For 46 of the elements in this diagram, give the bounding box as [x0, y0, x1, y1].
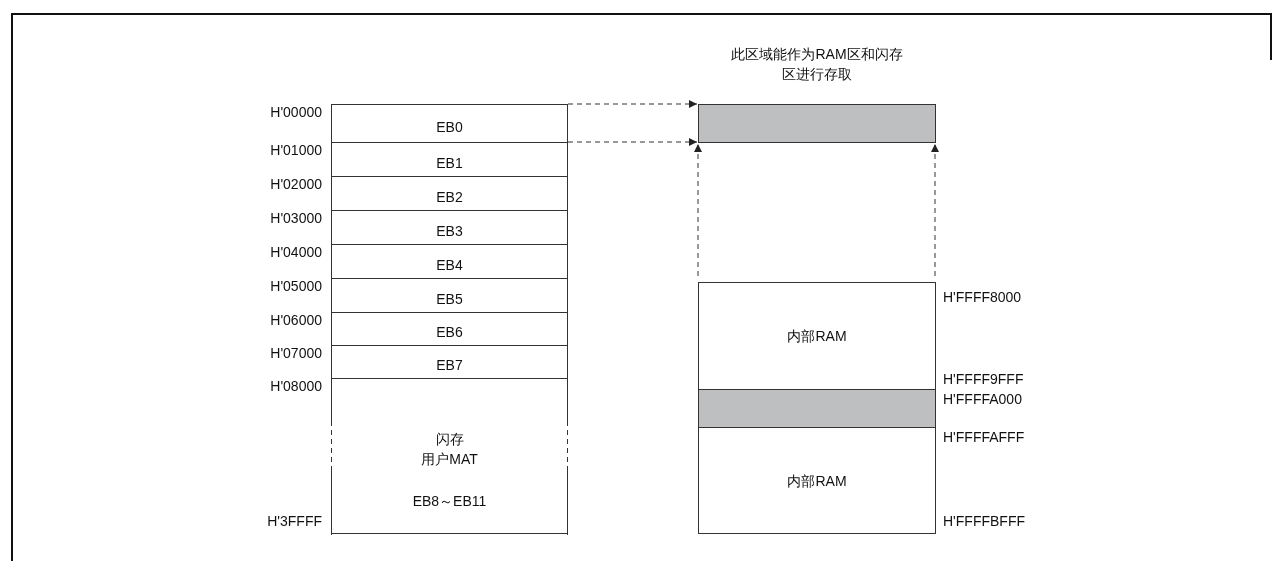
address-label: H'06000 [270, 312, 322, 328]
dashed-arrow [567, 100, 698, 108]
block-label: 闪存 [435, 430, 464, 449]
note-text: 此区域能作为RAM区和闪存区进行存取 [731, 45, 903, 84]
memory-block [331, 142, 568, 177]
dashed-arrow [567, 138, 698, 146]
address-label: H'08000 [270, 378, 322, 394]
memory-block [331, 312, 568, 346]
memory-block [331, 345, 568, 379]
block-label: EB8～EB11 [412, 492, 487, 511]
address-label: H'07000 [270, 345, 322, 361]
block-label: 内部RAM [787, 327, 847, 346]
memory-region [698, 389, 936, 428]
block-label: EB3 [436, 221, 463, 241]
address-label: H'04000 [270, 244, 322, 260]
address-label: H'FFFF9FFF [943, 371, 1024, 387]
memory-block [331, 378, 568, 534]
address-label: H'03000 [270, 210, 322, 226]
block-label: EB4 [436, 255, 463, 275]
block-label: EB6 [436, 323, 463, 342]
address-label: H'FFFF8000 [943, 289, 1022, 305]
block-label: 用户MAT [421, 450, 478, 469]
address-label: H'00000 [270, 104, 322, 120]
block-label: EB7 [436, 356, 463, 375]
memory-block [331, 278, 568, 313]
address-label: H'FFFFAFFF [943, 429, 1025, 445]
address-label: H'3FFFF [267, 513, 322, 529]
block-label: EB0 [436, 117, 463, 137]
address-label: H'02000 [270, 176, 322, 192]
block-label: EB2 [436, 187, 463, 207]
address-label: H'01000 [270, 142, 322, 158]
block-label: 内部RAM [787, 471, 847, 491]
dashed-arrow [931, 143, 939, 277]
memory-block [331, 210, 568, 245]
block-label: EB5 [436, 289, 463, 309]
memory-block [331, 104, 568, 143]
address-label: H'FFFFA000 [943, 391, 1022, 407]
address-label: H'05000 [270, 278, 322, 294]
memory-region [698, 104, 936, 143]
memory-region [698, 427, 936, 534]
dashed-arrow [694, 143, 702, 277]
memory-block [331, 244, 568, 279]
memory-region [698, 282, 936, 390]
memory-block [331, 176, 568, 211]
address-label: H'FFFFBFFF [943, 513, 1025, 529]
block-label: EB1 [436, 153, 463, 173]
